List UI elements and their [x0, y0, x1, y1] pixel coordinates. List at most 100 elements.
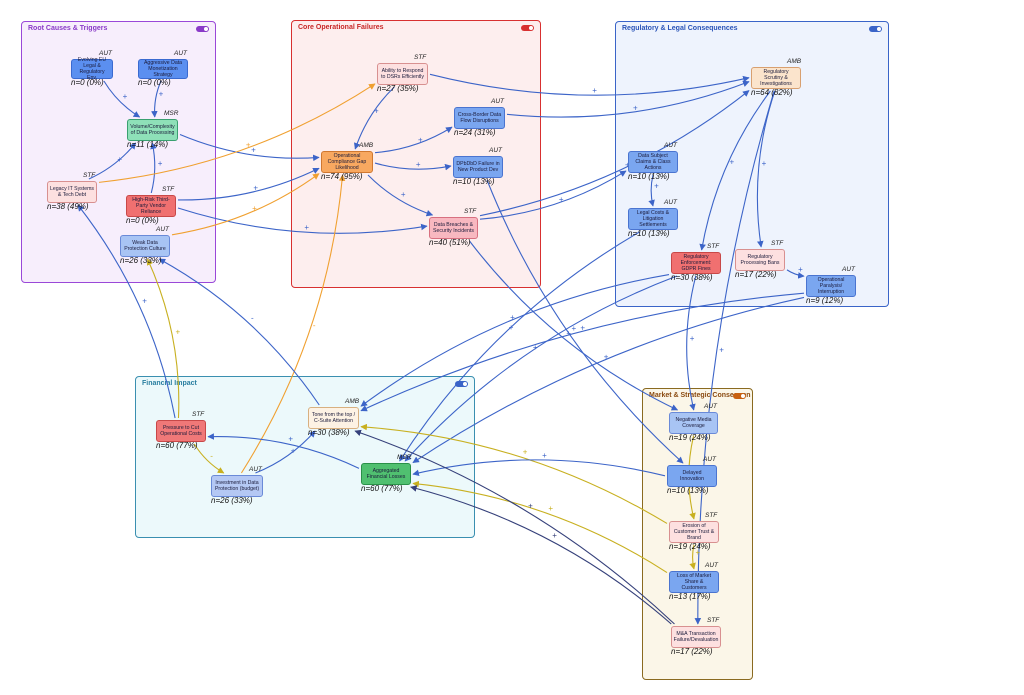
edge-n9-n12[interactable]	[506, 80, 750, 118]
node-n13[interactable]: Data Subject Claims & Class Actions	[628, 151, 678, 173]
edge-n11-n13[interactable]	[479, 170, 627, 220]
edge-n11-n22[interactable]	[469, 240, 679, 411]
group-title: Root Causes & Triggers	[28, 25, 108, 32]
node-n3[interactable]: Volume/Complexity of Data Processing	[127, 119, 178, 141]
edge-n24-n20[interactable]	[360, 423, 668, 524]
edge-n26-n20[interactable]	[354, 429, 675, 625]
node-n20[interactable]: Tone from the top / C-Suite Attention	[308, 407, 359, 429]
node-n2[interactable]: Aggressive Data Monetization Strategy	[138, 59, 188, 79]
node-n18[interactable]: Pressure to Cut Operational Costs	[156, 420, 206, 442]
collapse-toggle[interactable]	[869, 26, 882, 32]
edge-polarity-label: +	[542, 451, 547, 460]
edge-n25-n21[interactable]	[412, 480, 668, 573]
node-n1[interactable]: Evolving EU Legal & Regulatory Env.	[71, 57, 113, 81]
edge-n20-n6[interactable]	[158, 258, 320, 406]
edge-polarity-label: +	[246, 141, 251, 150]
edge-n8-n9[interactable]	[374, 126, 453, 154]
edge-n4-n7[interactable]	[98, 83, 376, 183]
node-count: n=64 (82%)	[751, 88, 793, 97]
edge-n5-n8[interactable]	[177, 167, 320, 201]
edge-n5-n11[interactable]	[177, 207, 428, 234]
node-n7[interactable]: Ability to Respond to DSRs Efficiently	[377, 63, 428, 85]
edge-n13-n14[interactable]	[648, 174, 655, 207]
node-n16[interactable]: Regulatory Processing Bans	[735, 249, 785, 271]
edge-n15-n21[interactable]	[404, 275, 678, 462]
edge-n4-n3[interactable]	[88, 142, 137, 180]
node-n10[interactable]: DPbDbD Failure in New Product Dev	[453, 156, 503, 178]
node-n24[interactable]: Erosion of Customer Trust & Brand	[669, 521, 719, 543]
edge-n19-n8[interactable]	[240, 174, 346, 474]
node-count: n=74 (95%)	[321, 172, 363, 181]
node-type-tag: AUT	[156, 226, 169, 233]
edge-polarity-label: +	[123, 92, 128, 101]
node-n23[interactable]: Delayed Innovation	[667, 465, 717, 487]
edge-n21-n18[interactable]	[207, 433, 360, 469]
edge-n18-n19[interactable]	[193, 443, 225, 474]
edge-n10-n23[interactable]	[486, 179, 684, 464]
edge-n12-n26[interactable]	[694, 90, 775, 625]
collapse-toggle[interactable]	[521, 25, 534, 31]
node-type-tag: AUT	[664, 199, 677, 206]
node-n4[interactable]: Legacy IT Systems & Tech Debt	[47, 181, 97, 203]
node-type-tag: STF	[707, 617, 720, 624]
node-n5[interactable]: High-Risk Third-Party Vendor Reliance	[126, 195, 176, 217]
edge-n3-n8[interactable]	[179, 134, 320, 162]
node-count: n=17 (22%)	[735, 270, 777, 279]
edge-n12-n16[interactable]	[756, 90, 776, 248]
node-count: n=30 (38%)	[308, 428, 350, 437]
node-count: n=0 (0%)	[126, 216, 159, 225]
edge-n1-n3[interactable]	[103, 80, 141, 118]
edge-n15-n22[interactable]	[686, 275, 697, 411]
edge-n7-n12[interactable]	[429, 73, 750, 96]
edge-polarity-label: +	[418, 136, 423, 145]
node-n14[interactable]: Legal Costs & Litigation Settlements	[628, 208, 678, 230]
node-n19[interactable]: Investment in Data Protection (budget)	[211, 475, 263, 497]
edge-n16-n17[interactable]	[786, 269, 805, 279]
edge-polarity-label: -	[313, 321, 316, 330]
node-n21[interactable]: Aggregated Financial Losses	[361, 463, 411, 485]
node-n12[interactable]: Regulatory Scrutiny & Investigations	[751, 67, 801, 89]
edge-n8-n11[interactable]	[367, 174, 434, 217]
node-type-tag: MSR	[397, 454, 412, 461]
edge-n11-n12[interactable]	[479, 90, 750, 217]
edge-n24-n25[interactable]	[689, 544, 696, 570]
edge-polarity-label: +	[117, 155, 122, 164]
group-title: Market & Strategic Consequen	[649, 392, 751, 399]
edge-n17-n20[interactable]	[360, 292, 805, 412]
edge-n18-n4[interactable]	[77, 204, 176, 419]
edge-n18-n6[interactable]	[146, 258, 180, 419]
edge-n2-n3[interactable]	[151, 80, 162, 118]
edge-polarity-label: +	[566, 329, 571, 338]
edge-polarity-label: +	[528, 501, 533, 510]
node-n26[interactable]: M&A Transaction Failure/Devaluation	[671, 626, 721, 648]
edge-n23-n21[interactable]	[412, 459, 666, 477]
node-n25[interactable]: Loss of Market Share & Customers	[669, 571, 719, 593]
node-n15[interactable]: Regulatory Enforcement: GDPR Fines	[671, 252, 721, 274]
collapse-toggle[interactable]	[455, 381, 468, 387]
edge-n14-n21[interactable]	[399, 231, 640, 462]
edge-polarity-label: +	[304, 223, 309, 232]
collapse-toggle[interactable]	[196, 26, 209, 32]
edge-polarity-label: +	[523, 448, 528, 457]
node-n17[interactable]: Operational Paralysis/ Interruption	[806, 275, 856, 297]
node-n11[interactable]: Data Breaches & Security Incidents	[429, 217, 478, 239]
node-type-tag: AUT	[705, 562, 718, 569]
edge-n6-n8[interactable]	[171, 173, 320, 236]
node-n9[interactable]: Cross-Border Data Flow Disruptions	[454, 107, 505, 129]
node-n8[interactable]: Operational Compliance Gap Likelihood	[321, 151, 373, 173]
edge-n8-n10[interactable]	[374, 162, 452, 171]
edge-n17-n21[interactable]	[412, 296, 805, 464]
collapse-toggle[interactable]	[733, 393, 746, 399]
node-n6[interactable]: Weak Data Protection Culture	[120, 235, 170, 257]
node-type-tag: STF	[162, 186, 175, 193]
edge-n5-n3[interactable]	[150, 142, 157, 194]
edge-polarity-label: +	[798, 265, 803, 274]
edge-polarity-label: +	[729, 157, 734, 166]
node-n22[interactable]: Negative Media Coverage	[669, 412, 718, 434]
edge-n7-n8[interactable]	[353, 86, 395, 150]
edge-n12-n15[interactable]	[699, 90, 771, 251]
edge-polarity-label: +	[288, 434, 293, 443]
edge-n15-n20[interactable]	[360, 274, 670, 407]
edge-n19-n20[interactable]	[255, 430, 316, 474]
edge-n26-n21[interactable]	[410, 485, 672, 625]
